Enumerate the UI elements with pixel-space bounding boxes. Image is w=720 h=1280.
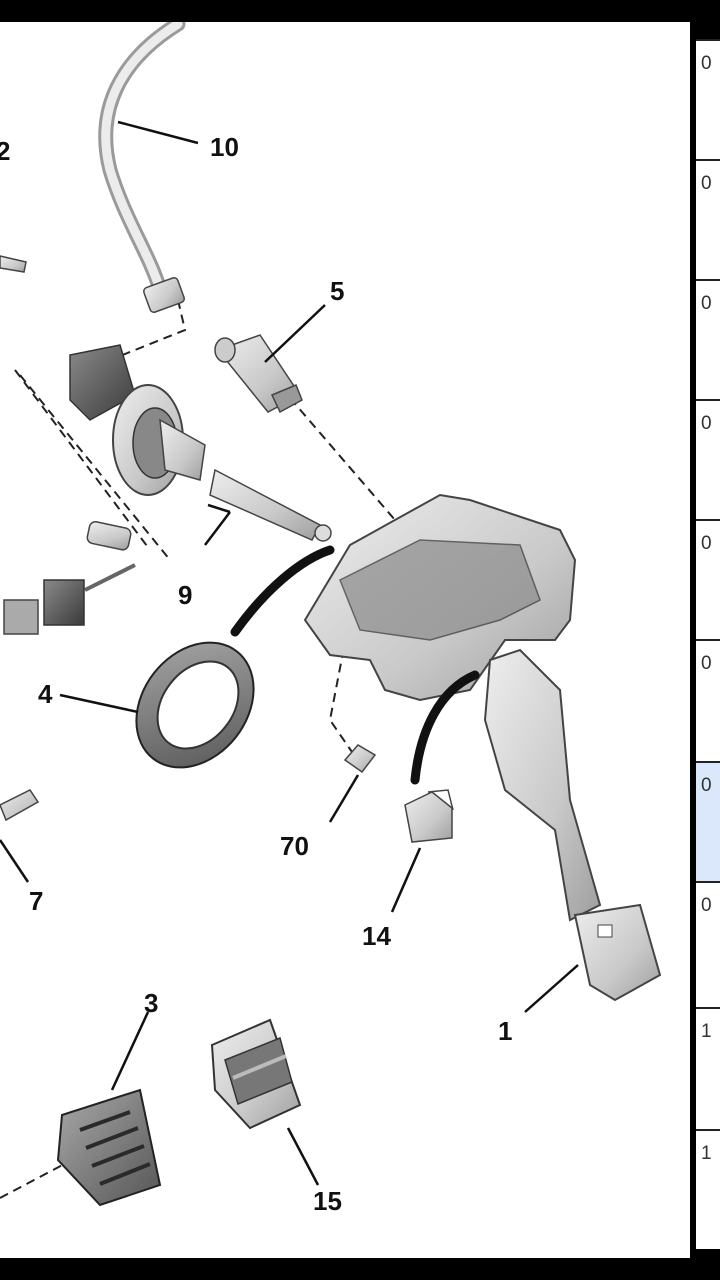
exploded-parts-diagram: 2 10 5 9 4 70 14 7 1 3 15	[0, 22, 662, 1216]
part-clip-70	[343, 744, 377, 774]
table-row[interactable]: 0	[696, 881, 720, 1007]
part-cable-10	[98, 22, 186, 313]
table-row-ref: 0	[701, 173, 712, 194]
table-row-ref: 0	[701, 653, 712, 674]
table-row-ref: 0	[701, 293, 712, 314]
part-pedal-assembly-1	[303, 493, 662, 1002]
part-master-cylinder	[3, 344, 332, 635]
part-seal-ring-4	[135, 641, 255, 769]
table-row[interactable]: 0	[696, 639, 720, 761]
table-row-ref: 0	[701, 413, 712, 434]
table-row[interactable]: 0	[696, 399, 720, 519]
table-row[interactable]: 1	[696, 1007, 720, 1129]
callout-4: 4	[38, 679, 53, 709]
table-row-ref: 0	[701, 775, 712, 796]
table-row[interactable]: 0	[696, 279, 720, 399]
part-pedal-pad-3	[56, 1088, 162, 1207]
table-row-ref: 0	[701, 533, 712, 554]
callout-labels: 2 10 5 9 4 70 14 7 1 3 15	[0, 132, 512, 1216]
part-7-fragment	[0, 789, 40, 822]
part-switch-5	[214, 334, 303, 414]
table-row-ref: 0	[701, 53, 712, 74]
table-row[interactable]: 0	[696, 39, 720, 159]
table-row-ref: 0	[701, 895, 712, 916]
callout-3: 3	[144, 988, 158, 1018]
callout-10: 10	[210, 132, 239, 162]
part-pedal-pad-15	[210, 1018, 302, 1130]
black-hoses	[230, 545, 480, 785]
callout-5: 5	[330, 276, 344, 306]
table-row-ref: 1	[701, 1143, 712, 1164]
callout-15: 15	[313, 1186, 342, 1216]
part-2-fragment	[0, 255, 27, 273]
table-row-ref: 1	[701, 1021, 712, 1042]
table-row[interactable]: 1	[696, 1129, 720, 1249]
callout-9: 9	[178, 580, 192, 610]
leader-lines	[0, 120, 579, 1186]
callout-70: 70	[280, 831, 309, 861]
parts-table[interactable]: 0 0 0 0 0 0 0 0 1 1	[696, 39, 720, 1249]
callout-14: 14	[362, 921, 391, 951]
callout-7: 7	[29, 886, 43, 916]
callout-1: 1	[498, 1016, 512, 1046]
diagram-canvas: 2 10 5 9 4 70 14 7 1 3 15	[0, 22, 690, 1258]
table-row[interactable]: 0	[696, 159, 720, 279]
callout-2: 2	[0, 136, 10, 166]
part-bracket-14	[404, 789, 454, 843]
table-row[interactable]: 0	[696, 761, 720, 881]
table-row[interactable]: 0	[696, 519, 720, 639]
